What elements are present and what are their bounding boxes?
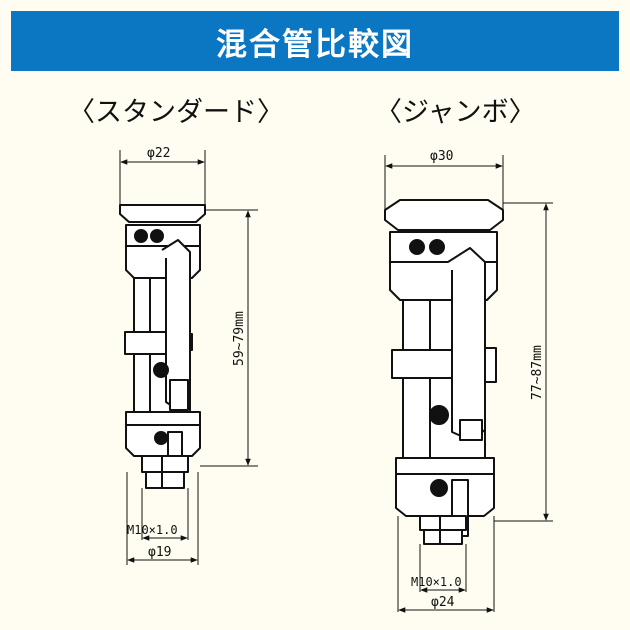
standard-thread-text: M10×1.0 <box>127 523 178 537</box>
jumbo-dia-bottom-text: φ24 <box>431 595 455 610</box>
jumbo-dim-bottom <box>397 516 495 613</box>
standard-dim-bottom <box>126 472 199 565</box>
standard-length-text: 59~79mm <box>232 311 247 366</box>
title-banner: 混合管比較図 <box>11 11 619 71</box>
standard-dia-top-text: φ22 <box>147 146 170 161</box>
standard-tube <box>119 204 206 489</box>
standard-label: 〈スタンダード〉 <box>68 97 284 128</box>
page-title: 混合管比較図 <box>216 26 414 63</box>
jumbo-tube <box>384 199 504 545</box>
standard-dia-bottom-text: φ19 <box>148 545 171 560</box>
jumbo-dia-top-text: φ30 <box>430 149 453 164</box>
jumbo-dim-length <box>494 202 553 522</box>
standard-dim-length <box>200 209 258 467</box>
jumbo-thread-text: M10×1.0 <box>411 575 462 589</box>
jumbo-dim-top <box>384 155 504 210</box>
jumbo-label: 〈ジャンボ〉 <box>375 97 536 128</box>
standard-dim-top <box>119 150 206 205</box>
jumbo-length-text: 77~87mm <box>530 345 545 400</box>
